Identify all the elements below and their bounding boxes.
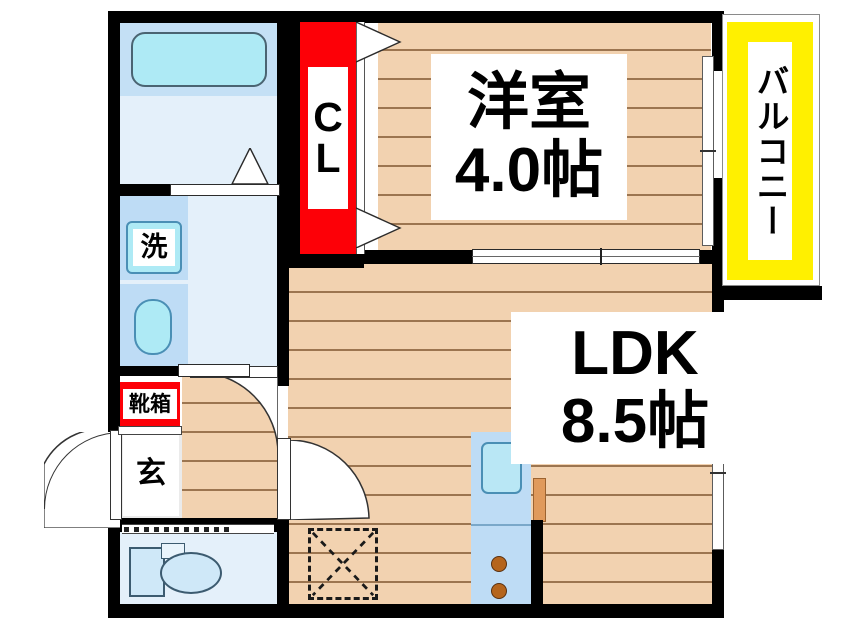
storage-x-icon <box>311 531 375 597</box>
genkan-label-box: 玄 <box>123 432 179 516</box>
closet-folding-door-top[interactable] <box>356 22 402 64</box>
wall-bath-washroom-divider <box>108 184 170 196</box>
wall-bottom-outer <box>108 604 724 618</box>
shoe-box-base <box>118 426 182 435</box>
kitchen-counter-divider <box>471 524 531 526</box>
genkan-label: 玄 <box>136 457 166 490</box>
wall-right-balcony-top <box>712 11 724 71</box>
western-room-label: 洋室 4.0帖 <box>431 54 627 220</box>
bath-door-slab[interactable] <box>170 184 280 196</box>
bathtub <box>131 32 267 87</box>
washroom-door[interactable] <box>178 364 250 377</box>
shoe-box-block: 靴箱 <box>120 382 180 426</box>
shoe-box-label-box: 靴箱 <box>123 389 177 419</box>
ldk-entry-door-arc <box>289 440 370 520</box>
wall-balcony-base <box>712 286 822 300</box>
ldk-right-window-mullion <box>710 472 726 474</box>
closet-folding-door-bottom[interactable] <box>356 206 402 248</box>
closet-label-box: C L <box>308 67 348 209</box>
ldk-label-line2: 8.5帖 <box>560 387 710 456</box>
ldk-label: LDK 8.5帖 <box>511 312 759 464</box>
wall-kitchen-stub <box>531 520 543 604</box>
lavatory-basin <box>134 299 172 355</box>
shoe-box-label: 靴箱 <box>129 392 171 416</box>
washer-label: 洗 <box>133 229 175 266</box>
washitsu-ldk-sliding-door-rail <box>472 256 700 258</box>
stove-burner-rear <box>491 583 507 599</box>
closet-label-l: L <box>315 135 341 181</box>
wall-closet-right <box>356 11 364 23</box>
wall-washroom-right-lower <box>277 196 289 386</box>
bath-door-folding-icon <box>230 148 270 185</box>
stove-burner-front <box>491 556 507 572</box>
wall-ldk-left-upper <box>277 254 289 268</box>
washitsu-balcony-window-mullion <box>700 150 716 152</box>
closet-block: C L <box>300 22 356 254</box>
western-room-label-line1: 洋室 <box>466 68 591 137</box>
balcony-block: バルコニー <box>727 22 813 280</box>
balcony-label: バルコニー <box>752 63 789 239</box>
closet-label-c: C <box>313 94 343 140</box>
wall-right-balcony-mid <box>712 178 724 286</box>
ldk-label-line1: LDK <box>571 319 699 388</box>
wall-closet-left <box>289 11 301 254</box>
storage-marker <box>308 528 378 600</box>
toilet-door-dashes <box>124 527 234 532</box>
wall-washitsu-right-jamb <box>700 250 712 264</box>
balcony-label-box: バルコニー <box>748 42 792 260</box>
wall-entrance-jamb-top <box>108 414 120 432</box>
wall-top-outer <box>108 11 723 23</box>
washitsu-ldk-sliding-door-mullion <box>600 248 602 265</box>
ldk-entry-door-panel[interactable] <box>277 438 291 520</box>
wall-closet-bottom <box>289 254 364 268</box>
kitchen-faucet <box>533 478 546 522</box>
closet-door-track <box>356 22 365 254</box>
hall-door-upper-arc <box>195 372 278 455</box>
wall-washroom-right <box>277 11 289 201</box>
front-door-panel[interactable] <box>110 430 122 520</box>
western-room-label-line2: 4.0帖 <box>454 136 604 205</box>
toilet-bowl <box>160 552 222 594</box>
wall-washroom-hall-divider <box>108 366 178 376</box>
